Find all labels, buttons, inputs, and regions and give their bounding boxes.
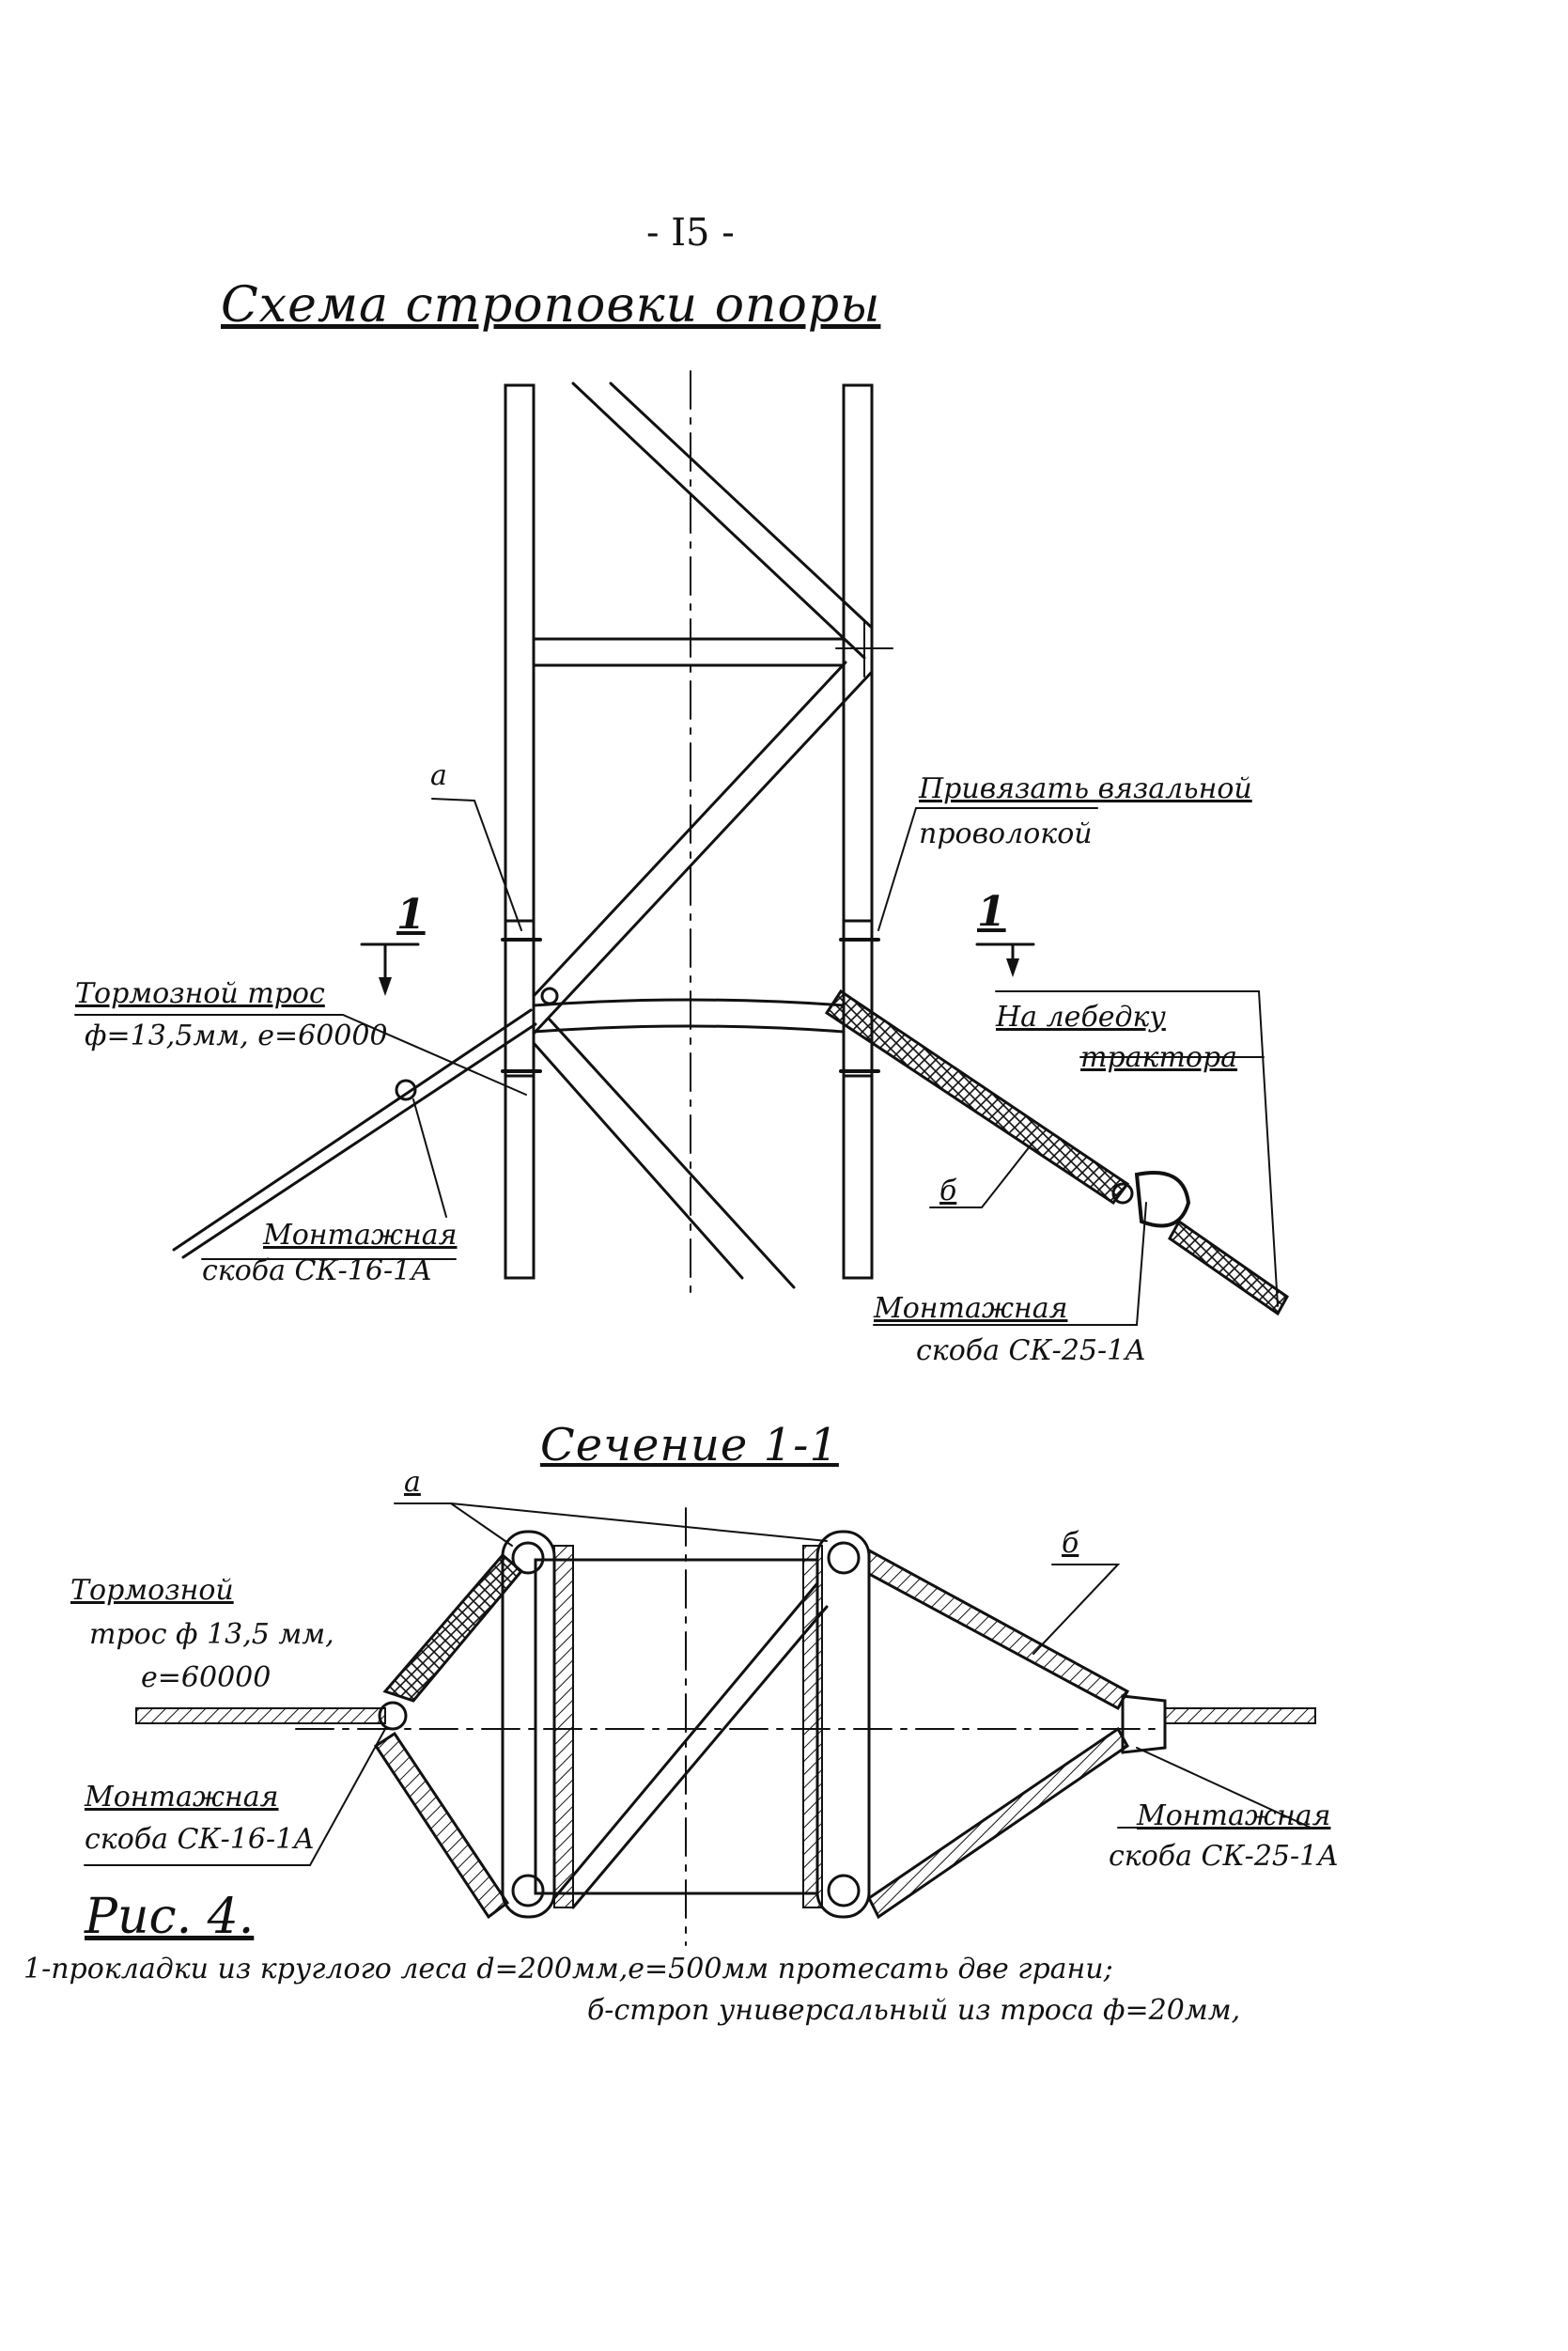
section-winch-rope [1164, 1707, 1316, 1724]
sling-b-top [824, 989, 1130, 1206]
section-title: Сечение 1-1 [540, 1419, 839, 1471]
section-pad-left [501, 1530, 556, 1919]
section-label-b: б [1062, 1527, 1079, 1560]
top-label-a: a [430, 759, 447, 792]
section-brake-line1: Тормозной [70, 1574, 234, 1607]
shackle-right-line1: Монтажная [874, 1292, 1068, 1325]
brake-rope [172, 1008, 537, 1259]
note-line-1: 1-прокладки из круглого леса d=200мм,е=5… [23, 1953, 1113, 1985]
section-shackle-left-line1: Монтажная [85, 1781, 279, 1814]
winch-label-line1: На лебедку [996, 1001, 1166, 1034]
strut-upper [532, 637, 846, 667]
winch-label-line2: трактора [1080, 1041, 1238, 1074]
section-frame [534, 1558, 819, 1895]
tower-elevation [501, 370, 893, 1298]
tie-note-line1: Привязать вязальной [919, 772, 1252, 805]
section-view [84, 1502, 1316, 1946]
section-brake-rope [135, 1707, 386, 1724]
right-chord [842, 383, 874, 1280]
shackle-left-line2: скоба СК-16-1А [202, 1254, 432, 1287]
winch-rope [1168, 1219, 1289, 1316]
brake-rope-label-line2: ф=13,5мм, е=60000 [85, 1020, 388, 1052]
diagonal-main [532, 661, 874, 1035]
top-label-b: б [939, 1175, 957, 1207]
section-shackle-left-line2: скоба СК-16-1А [85, 1823, 315, 1856]
section-pad-right [815, 1530, 871, 1919]
left-chord [504, 383, 536, 1280]
brake-rope-label-line1: Тормозной трос [75, 977, 325, 1010]
diagonal-upper [571, 381, 874, 660]
section-shackle-right-line1: Монтажная [1137, 1799, 1331, 1832]
shackle-large-top [1134, 1171, 1191, 1228]
diagonal-lower [532, 1018, 796, 1289]
section-shackle-right [1121, 1694, 1167, 1754]
shackle-left-line1: Монтажная [263, 1219, 458, 1252]
section-label-a: а [404, 1466, 421, 1499]
shackle-small-top [395, 1079, 417, 1101]
section-mark-right: 1 [977, 888, 1006, 936]
tie-note-line2: проволокой [919, 817, 1093, 850]
section-shackle-right-line2: скоба СК-25-1А [1109, 1840, 1339, 1873]
note-line-2: б-строп универсальный из троса ф=20мм, [587, 1994, 1241, 2027]
section-brake-line3: е=60000 [141, 1661, 272, 1694]
section-mark-left: 1 [396, 891, 426, 939]
figure-label: Рис. 4. [85, 1889, 255, 1945]
page-title: Схема строповки опоры [221, 277, 881, 334]
timber-pad-left [504, 919, 536, 1078]
page-number: - I5 - [646, 211, 735, 255]
strut-lower [532, 998, 846, 1034]
section-brake-line2: трос ф 13,5 мм, [89, 1618, 334, 1651]
leader-lines-top [74, 798, 1279, 1326]
shackle-right-line2: скоба СК-25-1А [916, 1334, 1146, 1367]
